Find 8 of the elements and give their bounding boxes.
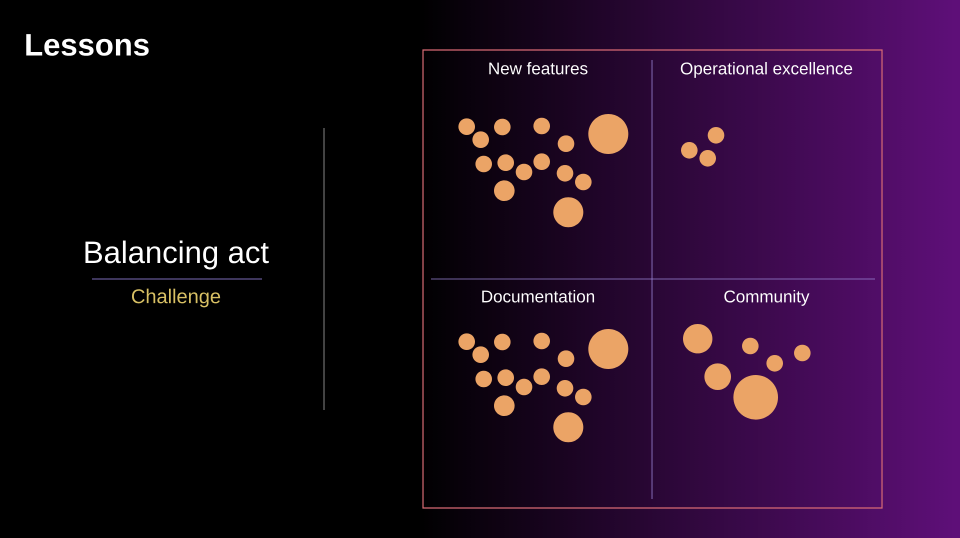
quadrant: Documentation <box>482 290 594 302</box>
slide-title: Lessons <box>26 34 149 56</box>
quadrant: Community <box>724 290 810 306</box>
quadrant: Operational excellence <box>680 62 852 78</box>
subheading: Challenge <box>132 288 220 308</box>
frame-box <box>422 49 883 509</box>
quadrant: New features <box>489 62 588 74</box>
heading: Balancing act <box>85 240 269 270</box>
